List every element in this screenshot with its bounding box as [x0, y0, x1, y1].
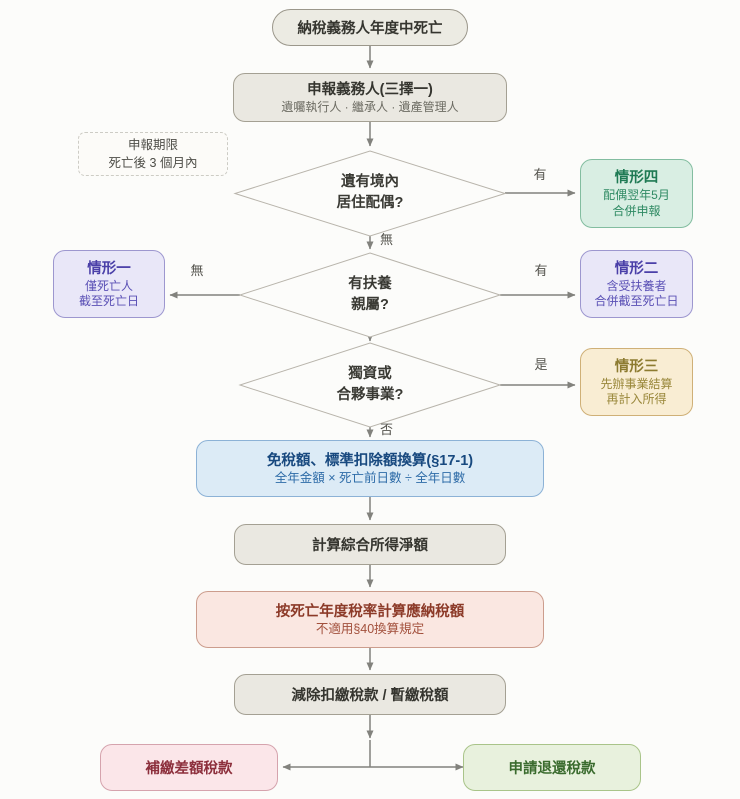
- net-income-node: 計算綜合所得淨額: [234, 524, 506, 565]
- conversion-subtitle: 全年金額 × 死亡前日數 ÷ 全年日數: [274, 470, 466, 485]
- case4-line1: 配偶翌年5月: [603, 188, 670, 202]
- filer-subtitle: 遺囑執行人 · 繼承人 · 遺產管理人: [281, 99, 459, 114]
- case1-line2: 截至死亡日: [78, 294, 139, 308]
- tax-calc-subtitle: 不適用§40換算規定: [315, 621, 425, 636]
- case1-title: 情形一: [87, 260, 131, 277]
- decision-dependents-line2: 親屬?: [351, 297, 389, 313]
- decision-business-line2: 合夥事業?: [336, 387, 404, 403]
- edge-label-dependents-no: 無: [190, 263, 204, 278]
- deduction-node: 減除扣繳稅款 / 暫繳稅額: [234, 674, 506, 715]
- decision-spouse-text: 遺有境內 居住配偶?: [300, 172, 440, 214]
- refund-node: 申請退還稅款: [463, 744, 641, 791]
- case1-node: 情形一 僅死亡人 截至死亡日: [53, 250, 165, 318]
- filer-node: 申報義務人(三擇一) 遺囑執行人 · 繼承人 · 遺產管理人: [233, 73, 507, 122]
- edge-label-business-yes: 是: [534, 357, 548, 372]
- tax-calc-title: 按死亡年度稅率計算應納稅額: [275, 603, 465, 620]
- case3-line1: 先辦事業結算: [600, 376, 673, 391]
- case4-node: 情形四 配偶翌年5月 合併申報: [580, 159, 693, 228]
- edge-label-business-no: 否: [380, 422, 394, 437]
- start-label: 納稅義務人年度中死亡: [297, 21, 443, 37]
- decision-business-text: 獨資或 合夥事業?: [300, 364, 440, 406]
- conversion-node: 免稅額、標準扣除額換算(§17-1) 全年金額 × 死亡前日數 ÷ 全年日數: [196, 440, 544, 497]
- deduction-label: 減除扣繳稅款 / 暫繳稅額: [291, 688, 449, 704]
- refund-label: 申請退還稅款: [508, 761, 596, 777]
- decision-dependents-line1: 有扶養: [348, 276, 392, 292]
- flow-arrows: [169, 46, 576, 771]
- case3-line2: 再計入所得: [606, 392, 667, 406]
- deadline-note-line1: 申報期限: [127, 138, 178, 152]
- filer-title: 申報義務人(三擇一): [307, 81, 433, 98]
- case4-title: 情形四: [614, 170, 659, 186]
- decision-spouse-diamond: [233, 150, 507, 237]
- edge-label-spouse-no: 無: [380, 232, 394, 247]
- decision-dependents-diamond: [238, 252, 502, 338]
- edge-label-dependents-yes: 有: [534, 263, 548, 278]
- decision-dependents-text: 有扶養 親屬?: [300, 274, 440, 316]
- case4-line2: 合併申報: [612, 203, 661, 218]
- decision-business-line1: 獨資或: [348, 366, 392, 382]
- pay-node: 補繳差額稅款: [100, 744, 278, 791]
- case2-line1: 含受扶養者: [606, 278, 667, 293]
- tax-calc-node: 按死亡年度稅率計算應納稅額 不適用§40換算規定: [196, 591, 544, 648]
- deadline-note: 申報期限 死亡後 3 個月內: [78, 132, 228, 176]
- case2-node: 情形二 含受扶養者 合併截至死亡日: [580, 250, 693, 318]
- net-income-label: 計算綜合所得淨額: [312, 538, 428, 554]
- pay-label: 補繳差額稅款: [145, 761, 233, 777]
- case3-title: 情形三: [614, 358, 659, 375]
- start-node: 納稅義務人年度中死亡: [272, 9, 468, 46]
- decision-business-diamond: [238, 342, 502, 428]
- case3-node: 情形三 先辦事業結算 再計入所得: [580, 348, 693, 416]
- edge-label-spouse-yes: 有: [533, 167, 547, 182]
- decision-spouse-line2: 居住配偶?: [336, 195, 404, 211]
- case2-line2: 合併截至死亡日: [594, 294, 679, 308]
- decision-diamonds: [233, 150, 507, 428]
- case1-line1: 僅死亡人: [84, 278, 133, 293]
- decision-spouse-line1: 遺有境內: [341, 174, 399, 190]
- deadline-note-line2: 死亡後 3 個月內: [108, 156, 198, 170]
- case2-title: 情形二: [614, 260, 659, 277]
- conversion-title: 免稅額、標準扣除額換算(§17-1): [266, 452, 474, 469]
